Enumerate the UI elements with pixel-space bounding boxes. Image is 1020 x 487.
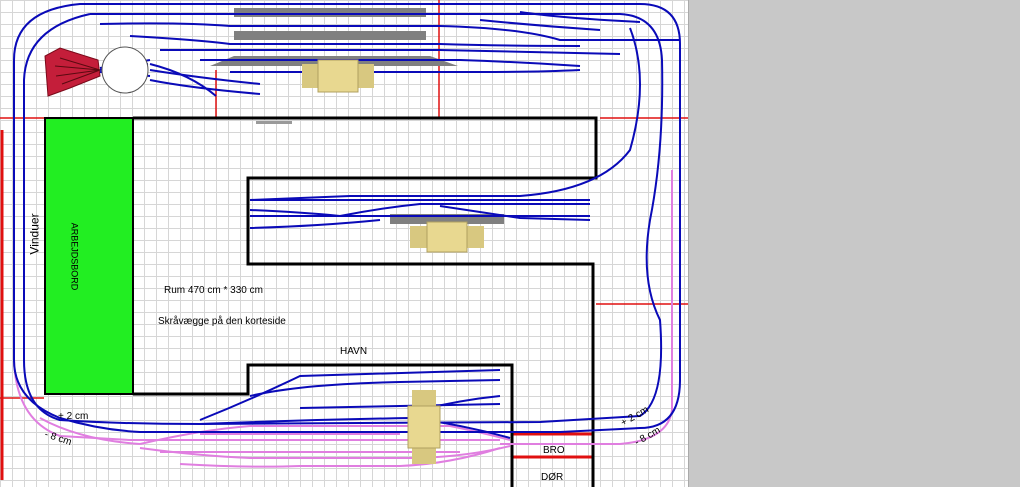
layout-canvas[interactable]: ARBEJDSBORD Vinduer Rum 470 cm * 330 cm …: [0, 0, 689, 487]
platforms: [210, 8, 504, 224]
turntable: [101, 46, 149, 94]
windows-label: Vinduer: [27, 213, 42, 255]
sloped-walls-label: Skråvægge på den korteside: [158, 316, 286, 327]
platform-top-2: [234, 31, 426, 40]
outer-loop: [13, 3, 681, 433]
track-plan: [0, 0, 688, 487]
roundhouse: [44, 47, 101, 97]
room-size-label: Rum 470 cm * 330 cm: [164, 285, 263, 296]
turntable-area: [44, 46, 149, 97]
stations: [302, 59, 484, 464]
workbench[interactable]: [44, 117, 134, 395]
pink-right-curve: [500, 170, 673, 445]
station-top: [317, 59, 359, 93]
platform-middle: [390, 214, 504, 224]
room-walls: [133, 116, 598, 487]
workbench-label: ARBEJDSBORD: [69, 222, 80, 291]
blue-tracks: [13, 3, 681, 439]
station-bottom: [407, 405, 441, 449]
left-plus-label: + 2 cm: [58, 411, 89, 422]
harbor-label: HAVN: [340, 346, 368, 357]
small-wall-block: [256, 121, 292, 124]
door-label: DØR: [541, 472, 564, 483]
bridge-label: BRO: [543, 445, 565, 456]
station-middle: [426, 221, 468, 253]
platform-top-1: [234, 8, 426, 17]
inner-loop: [23, 13, 664, 426]
